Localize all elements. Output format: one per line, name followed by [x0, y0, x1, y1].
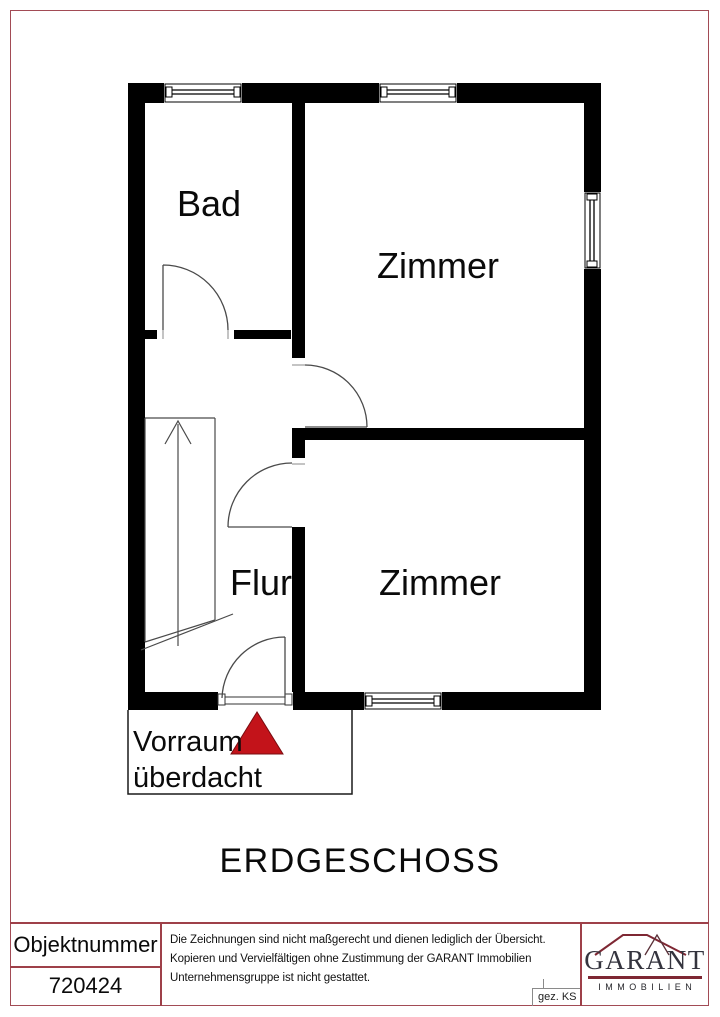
room-label-zimmer-top: Zimmer — [377, 245, 499, 286]
window-right-zimmer — [584, 192, 601, 269]
drawn-by-tick — [543, 979, 544, 988]
logo-wordmark: GARANT — [584, 945, 706, 975]
door-entrance — [221, 636, 286, 699]
disclaimer-line-2: Kopieren und Vervielfältigen ohne Zustim… — [170, 953, 532, 965]
disclaimer-line-3: Unternehmensgruppe ist nicht gestattet. — [170, 972, 371, 984]
logo-roof-icon — [594, 933, 687, 956]
drawn-by-label: gez. KS — [538, 991, 577, 1003]
disclaimer-text: Die Zeichnungen sind nicht maßgerecht un… — [170, 931, 546, 988]
footer-divider-left — [160, 922, 162, 1006]
objektnummer-label: Objektnummer — [13, 931, 158, 957]
walls — [128, 83, 601, 710]
objektnummer-cell-divider — [10, 966, 160, 968]
footer-top-line — [10, 922, 709, 924]
entrance-threshold — [217, 693, 293, 706]
door-openings — [157, 330, 305, 710]
page-border — [10, 10, 709, 1006]
footer-divider-right — [580, 922, 582, 1006]
staircase — [140, 417, 234, 651]
drawn-by-box-line — [532, 988, 580, 989]
vorraum-outline — [127, 710, 353, 795]
window-top-bad — [164, 83, 242, 103]
door-jambs — [162, 330, 305, 465]
logo-subtitle: IMMOBILIEN — [598, 982, 697, 992]
door-flur — [227, 462, 293, 528]
disclaimer-line-1: Die Zeichnungen sind nicht maßgerecht un… — [170, 934, 546, 946]
door-bad — [162, 264, 229, 331]
drawn-by-box-edge — [532, 988, 533, 1006]
window-top-zimmer — [379, 83, 457, 103]
entrance-marker-icon — [230, 711, 284, 755]
floor-title: ERDGESCHOSS — [219, 842, 501, 880]
window-bottom-zimmer — [364, 692, 442, 710]
logo-rule — [588, 976, 702, 979]
vorraum-label-line1: Vorraum — [133, 726, 243, 758]
garant-logo: GARANT IMMOBILIEN — [582, 928, 708, 996]
room-label-zimmer-bottom: Zimmer — [379, 562, 501, 603]
room-label-bad: Bad — [176, 183, 242, 224]
vorraum-label-line2: überdacht — [133, 762, 262, 794]
objektnummer-value: 720424 — [48, 973, 123, 998]
door-zimmer-top — [304, 364, 368, 428]
room-label-flur: Flur — [230, 562, 292, 603]
